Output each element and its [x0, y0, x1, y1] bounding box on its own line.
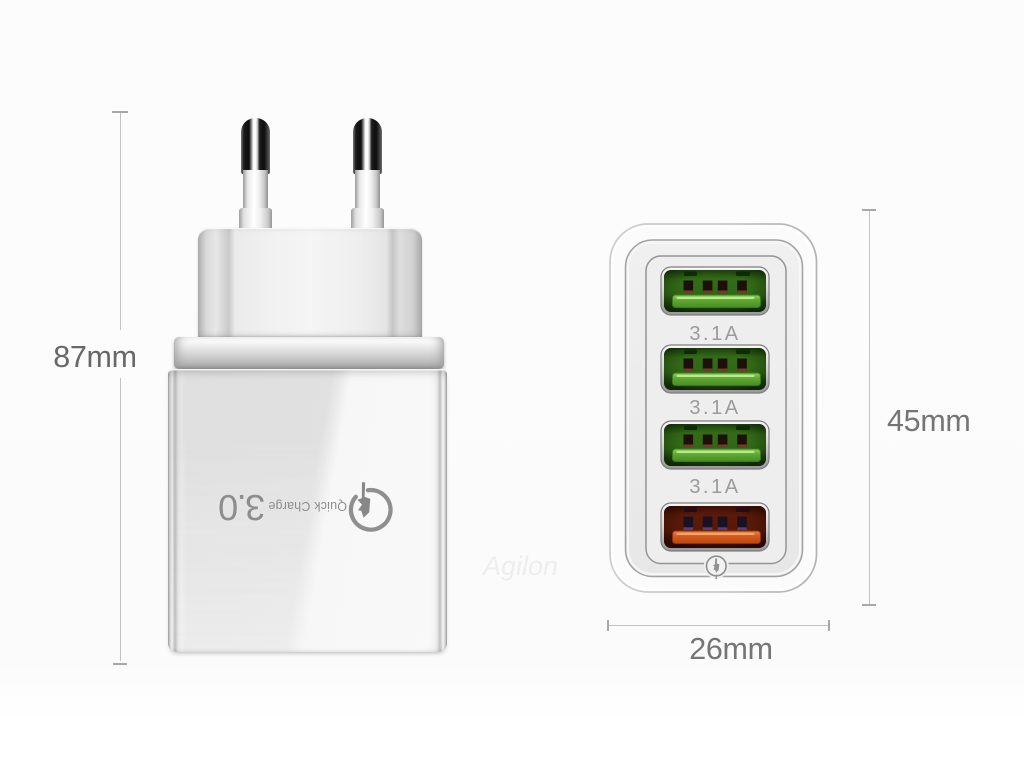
svg-text:3.1A: 3.1A [689, 476, 740, 498]
svg-text:3.1A: 3.1A [689, 397, 740, 419]
svg-text:3.1A: 3.1A [689, 323, 740, 345]
